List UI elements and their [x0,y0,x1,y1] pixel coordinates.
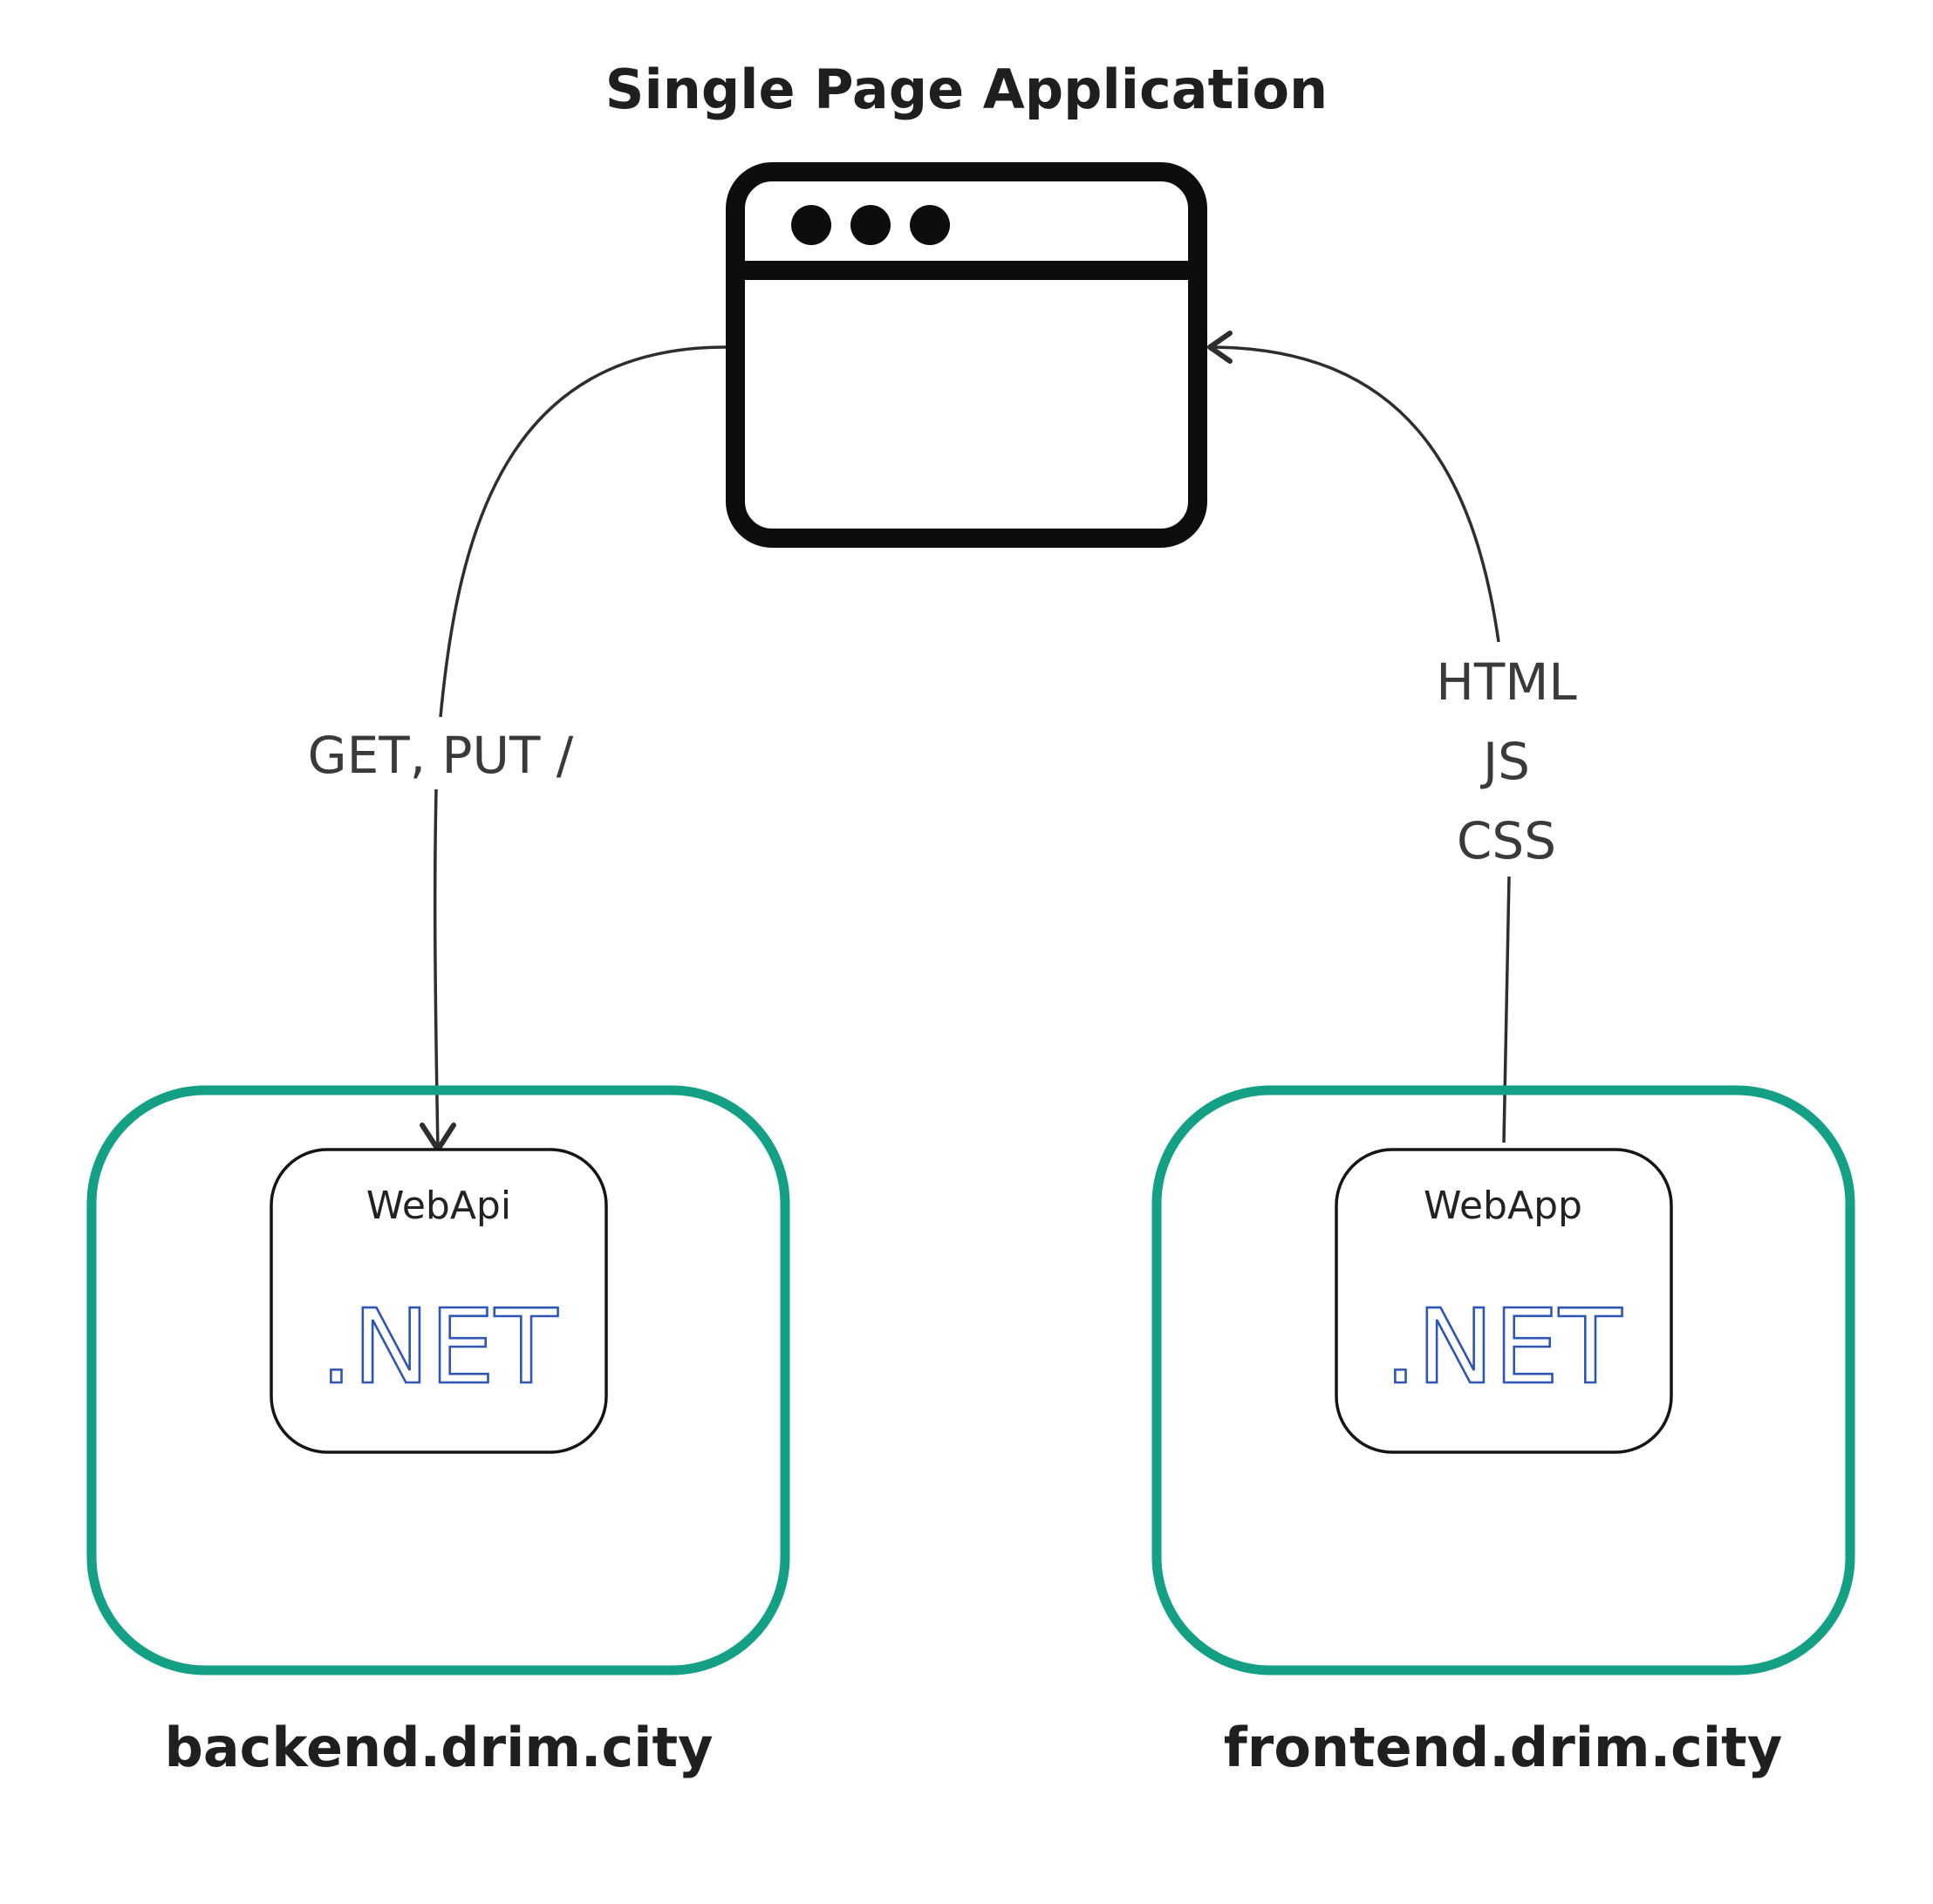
assets-arrowhead-icon [1207,331,1233,364]
assets-connector-upper-line [1209,345,1500,643]
api-connector-upper-line [439,345,727,718]
frontend-service-name: WebApp [1424,1184,1582,1228]
backend-host-border [86,1085,790,1675]
assets-connector-lower-line [1502,876,1511,1143]
api-connector-lower-line [433,788,440,1150]
backend-service-name: WebApi [366,1184,511,1228]
backend-host: WebApi .NET [86,1085,790,1675]
diagram-title: Single Page Application [605,58,1328,121]
browser-dot-icon [910,205,950,245]
browser-window-icon [726,162,1207,548]
assets-label-html: HTML [1436,652,1576,712]
assets-label-css: CSS [1457,811,1556,870]
frontend-domain-label: frontend.drim.city [1224,1716,1782,1779]
frontend-dotnet-logo: .NET [1384,1286,1622,1407]
backend-service-card [270,1148,608,1454]
browser-dot-icon [850,205,891,245]
assets-connector [1207,331,1511,1143]
assets-label-js: JS [1480,732,1530,791]
api-edge-label: GET, PUT / [308,726,574,785]
frontend-service-card [1335,1148,1673,1454]
browser-dot-icon [791,205,831,245]
backend-dotnet-logo: .NET [320,1286,558,1407]
frontend-host: WebApp .NET [1151,1085,1855,1675]
frontend-host-border [1151,1085,1855,1675]
backend-domain-label: backend.drim.city [164,1716,713,1779]
